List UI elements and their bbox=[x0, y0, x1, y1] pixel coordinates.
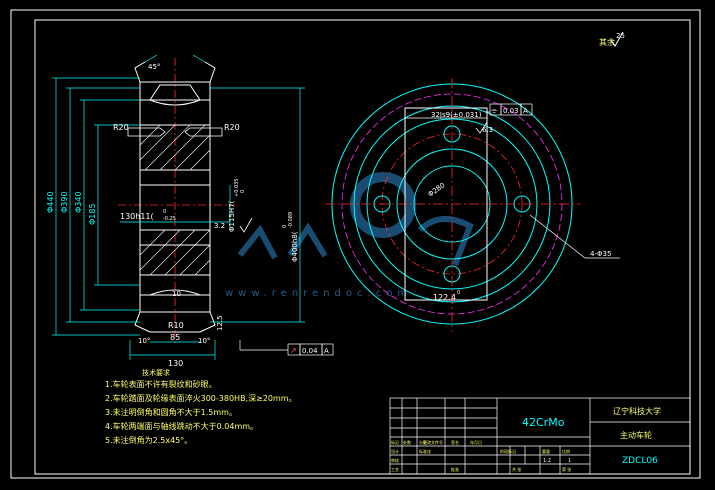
tb-col-change: 更改文件号 bbox=[423, 439, 443, 445]
tb-school: 辽宁科技大学 bbox=[613, 406, 661, 416]
dim-pitch-tol-bot: -0.089 bbox=[288, 212, 294, 228]
dim-angle-right: 10° bbox=[198, 337, 210, 345]
dim-d185: Φ185 bbox=[88, 203, 97, 225]
note-item-2: 2.车轮踏面及轮缘表面淬火300-380HB,深≥20mm。 bbox=[105, 393, 297, 403]
tb-std: 标准化 bbox=[419, 448, 431, 454]
hatch-top bbox=[139, 124, 211, 171]
note-item-1: 1.车轮表面不许有裂纹和砂眼。 bbox=[105, 379, 217, 389]
technical-notes: 技术要求 1.车轮表面不许有裂纹和砂眼。 2.车轮踏面及轮缘表面淬火300-38… bbox=[105, 368, 297, 445]
dim-r20-left: R20 bbox=[113, 123, 129, 132]
tb-col-date: 年月日 bbox=[470, 439, 482, 445]
dim-pitch-tol-top: 0 bbox=[282, 225, 288, 228]
dim-rough-125: 12.5 bbox=[216, 315, 224, 331]
tb-col-sign: 签名 bbox=[451, 439, 459, 445]
hatch-bottom bbox=[139, 229, 211, 276]
dim-d390: Φ390 bbox=[60, 191, 69, 213]
dim-130h11-tol-top: 0 bbox=[163, 209, 166, 215]
dim-r10: R10 bbox=[168, 321, 184, 330]
tb-material: 42CrMo bbox=[522, 416, 565, 429]
front-roughness: 6.3 bbox=[482, 126, 493, 134]
title-block bbox=[389, 397, 691, 475]
front-pcd: Φ280 bbox=[427, 181, 447, 198]
note-item-3: 3.未注明倒角和圆角不大于1.5mm。 bbox=[105, 407, 237, 417]
dim-bore-tol-top: +0.035 bbox=[234, 178, 240, 197]
front-hole-note: 4-Φ35 bbox=[590, 250, 611, 258]
dim-d440: Φ440 bbox=[46, 191, 55, 213]
front-tol-symbol: ⌯ bbox=[491, 106, 498, 115]
tb-ratio: 比例 bbox=[562, 448, 570, 454]
front-keyway-depth-tol: 0 bbox=[457, 290, 460, 296]
side-section-view: Φ440 Φ390 Φ340 Φ185 R20 R20 130h11( 0 -0… bbox=[46, 54, 334, 368]
outer-frame bbox=[10, 9, 701, 479]
side-tol-datum: A bbox=[324, 347, 329, 355]
surface-finish-value: 25 bbox=[616, 32, 625, 40]
front-tol-value: 0.03 bbox=[503, 107, 519, 115]
side-tolerance-box: ↗ 0.04 A bbox=[239, 340, 334, 356]
tb-qty: 1 bbox=[568, 458, 571, 464]
dim-top-angle: 45° bbox=[148, 63, 160, 71]
tb-weight: 重量 bbox=[542, 448, 550, 454]
note-item-4: 4.车轮两端面与轴线跳动不大于0.04mm。 bbox=[105, 421, 258, 431]
tb-col-count: 处数 bbox=[403, 439, 411, 445]
front-tolerance-box: ⌯ 0.03 A bbox=[485, 103, 533, 116]
tb-col-mark: 标记 bbox=[391, 439, 399, 445]
tb-designer: 设计 bbox=[391, 448, 399, 454]
tb-drawing-no: ZDCL06 bbox=[622, 456, 658, 466]
dim-bottom-label: 10 bbox=[172, 290, 181, 298]
dim-angle-left: 10° bbox=[138, 337, 150, 345]
tb-approve: 批准 bbox=[451, 466, 459, 472]
tb-footer-b: 第 张 bbox=[562, 466, 571, 472]
notes-title: 技术要求 bbox=[142, 368, 170, 377]
dim-d340: Φ340 bbox=[74, 191, 83, 213]
tb-scale: 1:2 bbox=[543, 458, 551, 464]
note-item-5: 5.未注倒角为2.5x45°。 bbox=[105, 435, 192, 445]
dim-130h11: 130h11( bbox=[120, 212, 154, 221]
dim-130h11-tol-bot: -0.25 bbox=[163, 216, 176, 222]
surface-finish-label: 其余 bbox=[599, 37, 615, 47]
side-tol-symbol: ↗ bbox=[290, 346, 297, 355]
side-dimensions bbox=[52, 54, 305, 360]
tb-footer-a: 共 张 bbox=[512, 466, 521, 472]
front-keyway-depth: 122.4 bbox=[433, 293, 456, 302]
dim-130: 130 bbox=[168, 359, 183, 368]
tb-part-name: 主动车轮 bbox=[620, 430, 652, 440]
watermark-text: www.renrendoc.com bbox=[225, 288, 412, 299]
dim-r20-right: R20 bbox=[224, 123, 240, 132]
dim-pitch: Φ400h8( bbox=[291, 231, 299, 262]
dim-bore-tol-bot: 0 bbox=[240, 190, 246, 193]
tb-process: 工艺 bbox=[391, 467, 399, 472]
front-tol-datum: A bbox=[523, 107, 528, 115]
tb-col-zone: 分区 bbox=[419, 439, 427, 445]
watermark: www.renrendoc.com bbox=[225, 172, 474, 299]
dim-rough-32: 3.2 bbox=[214, 222, 225, 230]
tb-stage: 阶段标记 bbox=[500, 448, 516, 454]
dim-bore: Φ115H7( bbox=[228, 200, 236, 232]
tb-checker: 审核 bbox=[391, 457, 399, 463]
side-tol-value: 0.04 bbox=[302, 347, 318, 355]
front-keyway: 32Js9(±0.031) bbox=[431, 111, 482, 119]
surface-finish-mark: 其余 25 bbox=[599, 31, 625, 47]
inner-frame bbox=[34, 19, 691, 475]
dim-85: 85 bbox=[170, 333, 180, 342]
